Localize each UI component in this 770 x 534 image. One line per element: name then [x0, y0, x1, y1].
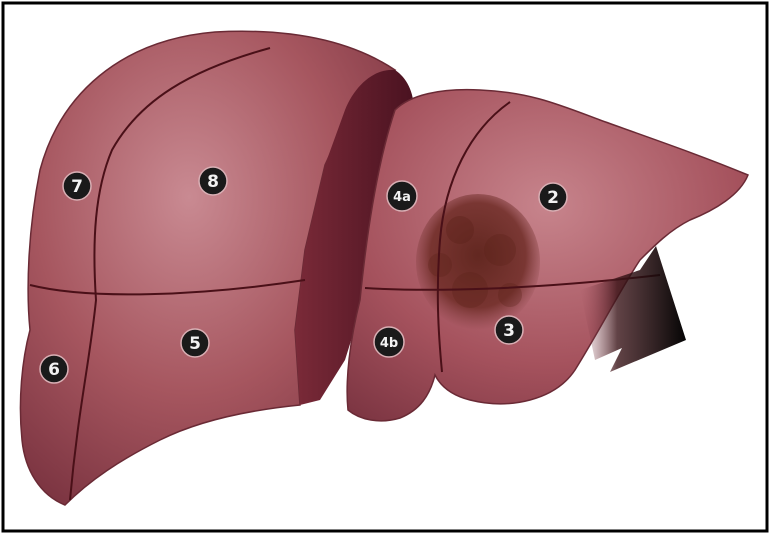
segment-label-4b: 4b — [374, 327, 404, 357]
segment-label-4a: 4a — [387, 181, 417, 211]
svg-text:2: 2 — [547, 188, 559, 208]
segment-label-8: 8 — [199, 167, 227, 195]
svg-text:4b: 4b — [380, 336, 398, 351]
segment-label-3: 3 — [495, 316, 523, 344]
svg-text:6: 6 — [48, 360, 60, 380]
svg-text:3: 3 — [503, 321, 515, 341]
segment-label-5: 5 — [181, 329, 209, 357]
segment-label-2: 2 — [539, 183, 567, 211]
segment-label-6: 6 — [40, 355, 68, 383]
tumor-mass — [416, 194, 540, 330]
segment-label-7: 7 — [63, 172, 91, 200]
svg-text:8: 8 — [207, 172, 219, 192]
svg-text:5: 5 — [189, 334, 201, 354]
svg-text:4a: 4a — [393, 190, 411, 205]
svg-text:7: 7 — [71, 177, 83, 197]
